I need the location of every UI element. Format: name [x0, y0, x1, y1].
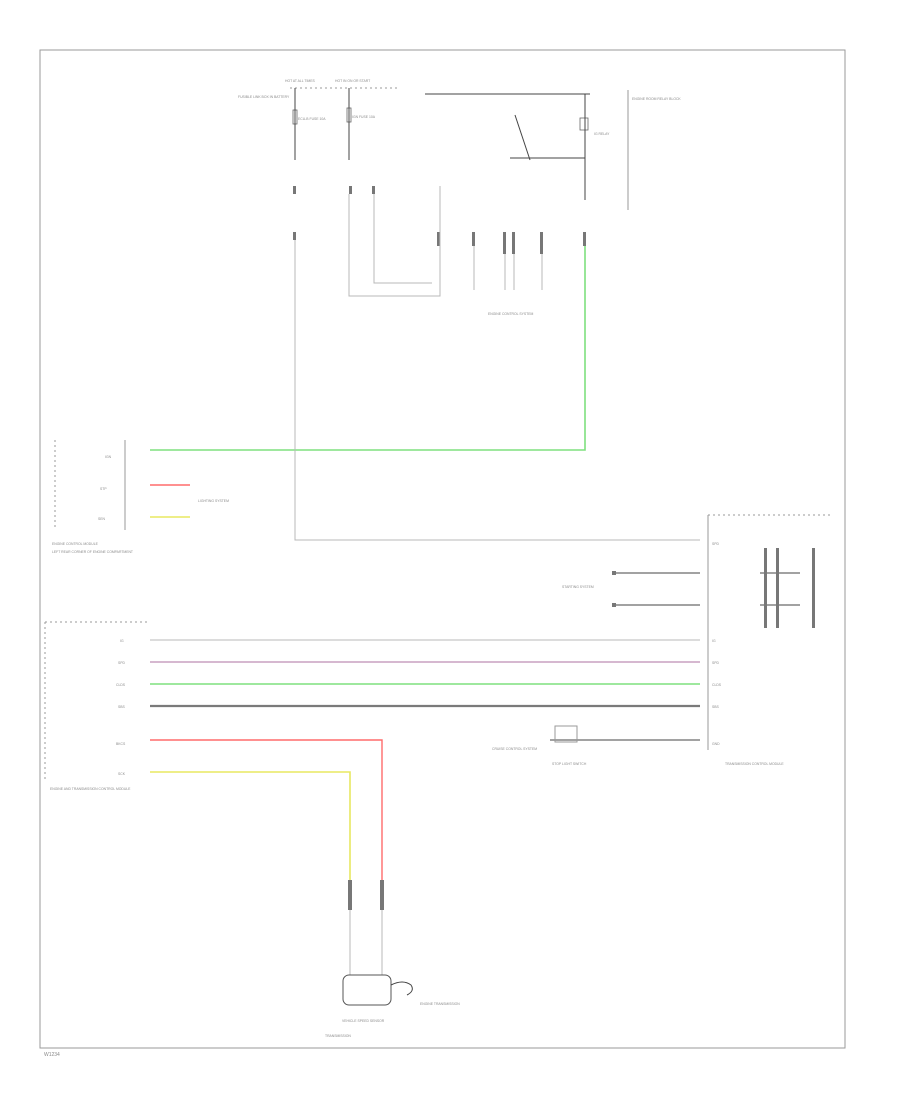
top-connectors	[293, 186, 586, 254]
speed-sensor	[342, 974, 392, 1006]
pcm-pin-sbs: SBS	[118, 705, 126, 709]
label-ecm-block: ENGINE CONTROL MODULE	[52, 542, 99, 546]
brake-switch-box	[554, 725, 578, 743]
ecm-pin-stp: STP	[100, 487, 107, 491]
start-conn-1	[612, 571, 616, 575]
pcm-pin-clds: CLDS	[116, 683, 126, 687]
label-hot-always: HOT AT ALL TIMES	[285, 79, 316, 83]
label-ecm-sub: LEFT REAR CORNER OF ENGINE COMPARTMENT	[52, 550, 133, 554]
wire-bkcs-red	[150, 739, 383, 880]
label-cruise-system: CRUISE CONTROL SYSTEM	[492, 747, 537, 751]
label-fuse-box-left: FUSIBLE LINK BOX IN BATTERY	[238, 95, 290, 99]
tcm-pin-clds: CLDS	[712, 683, 722, 687]
sensor-conn-red	[380, 880, 384, 910]
pcm-pin-bkcs: BKCS	[116, 742, 126, 746]
label-tcm-block: TRANSMISSION CONTROL MODULE	[725, 762, 784, 766]
tcm-pin-spd-top: SPD	[712, 542, 720, 546]
wire-ign-green	[150, 246, 586, 451]
label-fuse-ign: IGN FUSE 10A	[352, 115, 376, 119]
label-fuse-ecu: ECU-B FUSE 10A	[298, 117, 326, 121]
wire-ign-loop2	[373, 194, 432, 284]
label-sensor-right: ENGINE TRANSMISSION	[420, 1002, 460, 1006]
tcm-pin-spd: SPD	[712, 661, 720, 665]
ecm-pin-sen: SEN	[98, 517, 106, 521]
diagram-frame	[39, 49, 846, 1049]
relay-body	[579, 117, 589, 131]
tcm-pin-gnd: GND	[712, 742, 720, 746]
label-starting-system: STARTING SYSTEM	[562, 585, 594, 589]
wire-ign-loop	[348, 186, 441, 297]
label-relay: IG RELAY	[594, 132, 610, 136]
label-brake-switch: STOP LIGHT SWITCH	[552, 762, 587, 766]
relay-coil	[514, 114, 531, 161]
label-hot-on: HOT IN ON OR START	[335, 79, 370, 83]
start-conn-2	[612, 603, 616, 607]
label-relay-box: ENGINE ROOM RELAY BLOCK	[632, 97, 681, 101]
label-pcm-block: ENGINE AND TRANSMISSION CONTROL MODULE	[50, 787, 131, 791]
wire-sck-yellow	[150, 771, 351, 880]
sensor-shield-icon	[390, 981, 413, 996]
footer-code: W1234	[44, 1052, 60, 1058]
pcm-pin-spd: SPD	[118, 661, 126, 665]
tcm-pin-sbs: SBS	[712, 705, 720, 709]
label-ground: ENGINE CONTROL SYSTEM	[488, 312, 533, 316]
tcm-pin-ig: IG	[712, 639, 716, 643]
ecm-pin-ign: IGN	[105, 455, 112, 459]
pcm-pin-sck: SCK	[118, 772, 126, 776]
park-neutral-switch	[760, 548, 815, 628]
label-sensor-sub: TRANSMISSION	[325, 1034, 351, 1038]
label-sensor: VEHICLE SPEED SENSOR	[342, 1019, 385, 1023]
sensor-conn-yellow	[348, 880, 352, 910]
label-lighting-system: LIGHTING SYSTEM	[198, 499, 229, 503]
pcm-pin-ig: IG	[120, 639, 124, 643]
wire-ecu-gray	[294, 240, 700, 541]
